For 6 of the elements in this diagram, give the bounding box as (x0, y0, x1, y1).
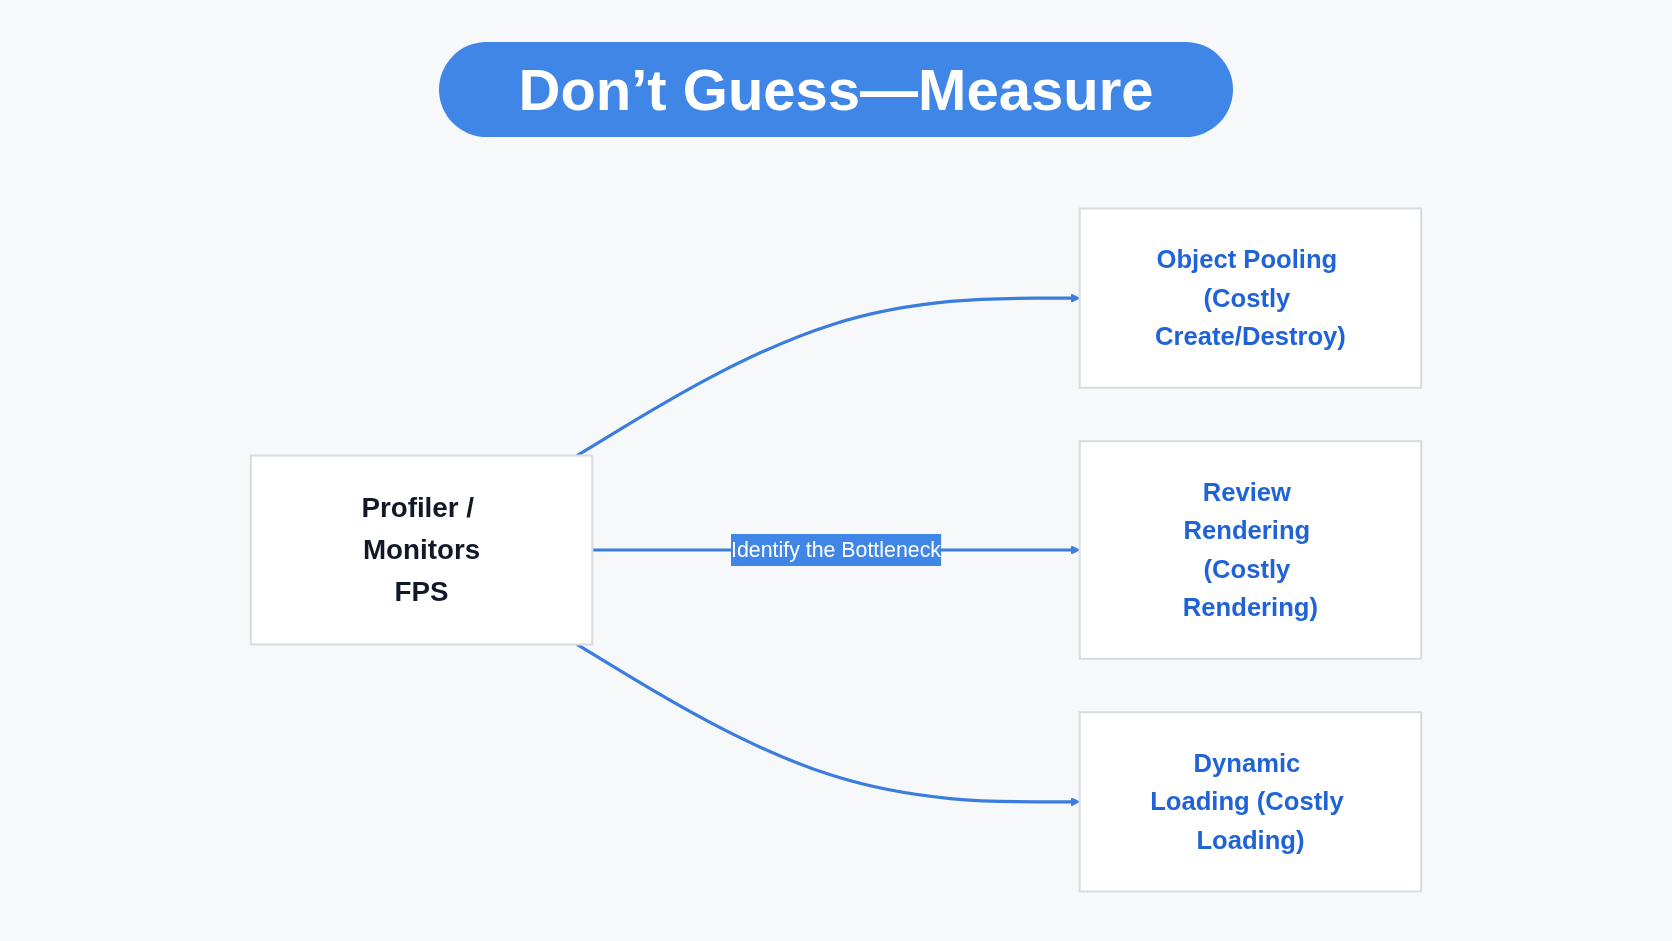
node-box (249, 454, 594, 646)
flowchart-diagram: Identify the Bottleneck Profiler / Monitors FPS Object Pooling (Costly Create/Destroy) Review Rendering (Costly Rendering) Dynamic Loading (Costly Loading) (40, 200, 1632, 900)
node-box (1078, 207, 1423, 389)
title-banner: Don’t Guess—Measure (438, 42, 1234, 137)
node-box (1078, 711, 1423, 893)
node-box (1078, 440, 1423, 660)
